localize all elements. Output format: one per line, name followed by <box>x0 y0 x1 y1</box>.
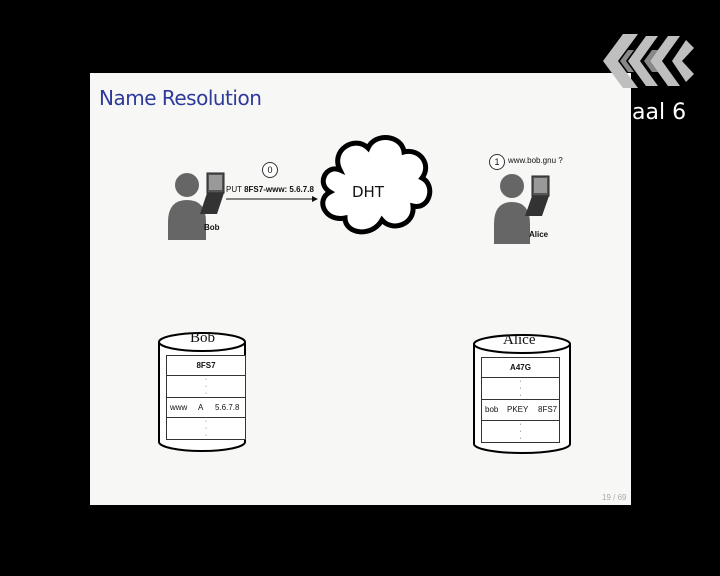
alice-record-type: PKEY <box>507 405 529 414</box>
alice-db-dots-top: · · · <box>482 378 559 400</box>
dht-cloud-icon <box>320 135 433 235</box>
bob-db-dots-top: · · · <box>167 376 245 398</box>
bob-db-zone: 8FS7 <box>167 356 245 376</box>
alice-label: Alice <box>529 230 549 239</box>
alice-laptop-icon <box>525 175 550 216</box>
channel-logo-icon <box>603 34 694 88</box>
bob-db-dots-bottom: · · · <box>204 418 208 439</box>
bob-person-icon <box>168 173 206 240</box>
bob-record-value: 5.6.7.8 <box>215 403 240 412</box>
alice-db-title: Alice <box>503 332 536 348</box>
bob-record-name: www <box>170 403 188 412</box>
put-arrow <box>226 196 318 202</box>
alice-db-zone: A47G <box>482 358 559 378</box>
alice-record-value: 8FS7 <box>538 405 558 414</box>
dht-label: DHT <box>352 183 384 201</box>
alice-db-dots-bottom: · · · <box>519 421 522 442</box>
put-message: PUT 8FS7-www: 5.6.7.8 <box>226 185 314 194</box>
bob-label: Bob <box>204 223 220 232</box>
put-value: 8FS7-www: 5.6.7.8 <box>244 185 314 194</box>
alice-db-table: A47G · · · bob PKEY 8FS7 · · · <box>481 357 560 443</box>
bob-db-title: Bob <box>190 330 216 346</box>
alice-person-icon <box>494 174 530 244</box>
room-label: aal 6 <box>632 100 687 125</box>
bob-db-table: 8FS7 · · · www A 5.6.7.8 · · · <box>166 355 246 440</box>
bob-db-record: www A 5.6.7.8 <box>167 398 245 418</box>
bob-laptop-icon <box>200 172 225 214</box>
alice-db-record: bob PKEY 8FS7 <box>482 400 559 421</box>
slide-title: Name Resolution <box>99 86 262 110</box>
bob-record-type: A <box>198 403 204 412</box>
alice-query: www.bob.gnu ? <box>508 156 563 165</box>
page-number: 19 / 69 <box>602 493 627 502</box>
step-zero-badge: 0 <box>262 162 278 178</box>
step-one-badge: 1 <box>489 154 505 170</box>
alice-record-name: bob <box>485 405 499 414</box>
put-prefix: PUT <box>226 185 242 194</box>
